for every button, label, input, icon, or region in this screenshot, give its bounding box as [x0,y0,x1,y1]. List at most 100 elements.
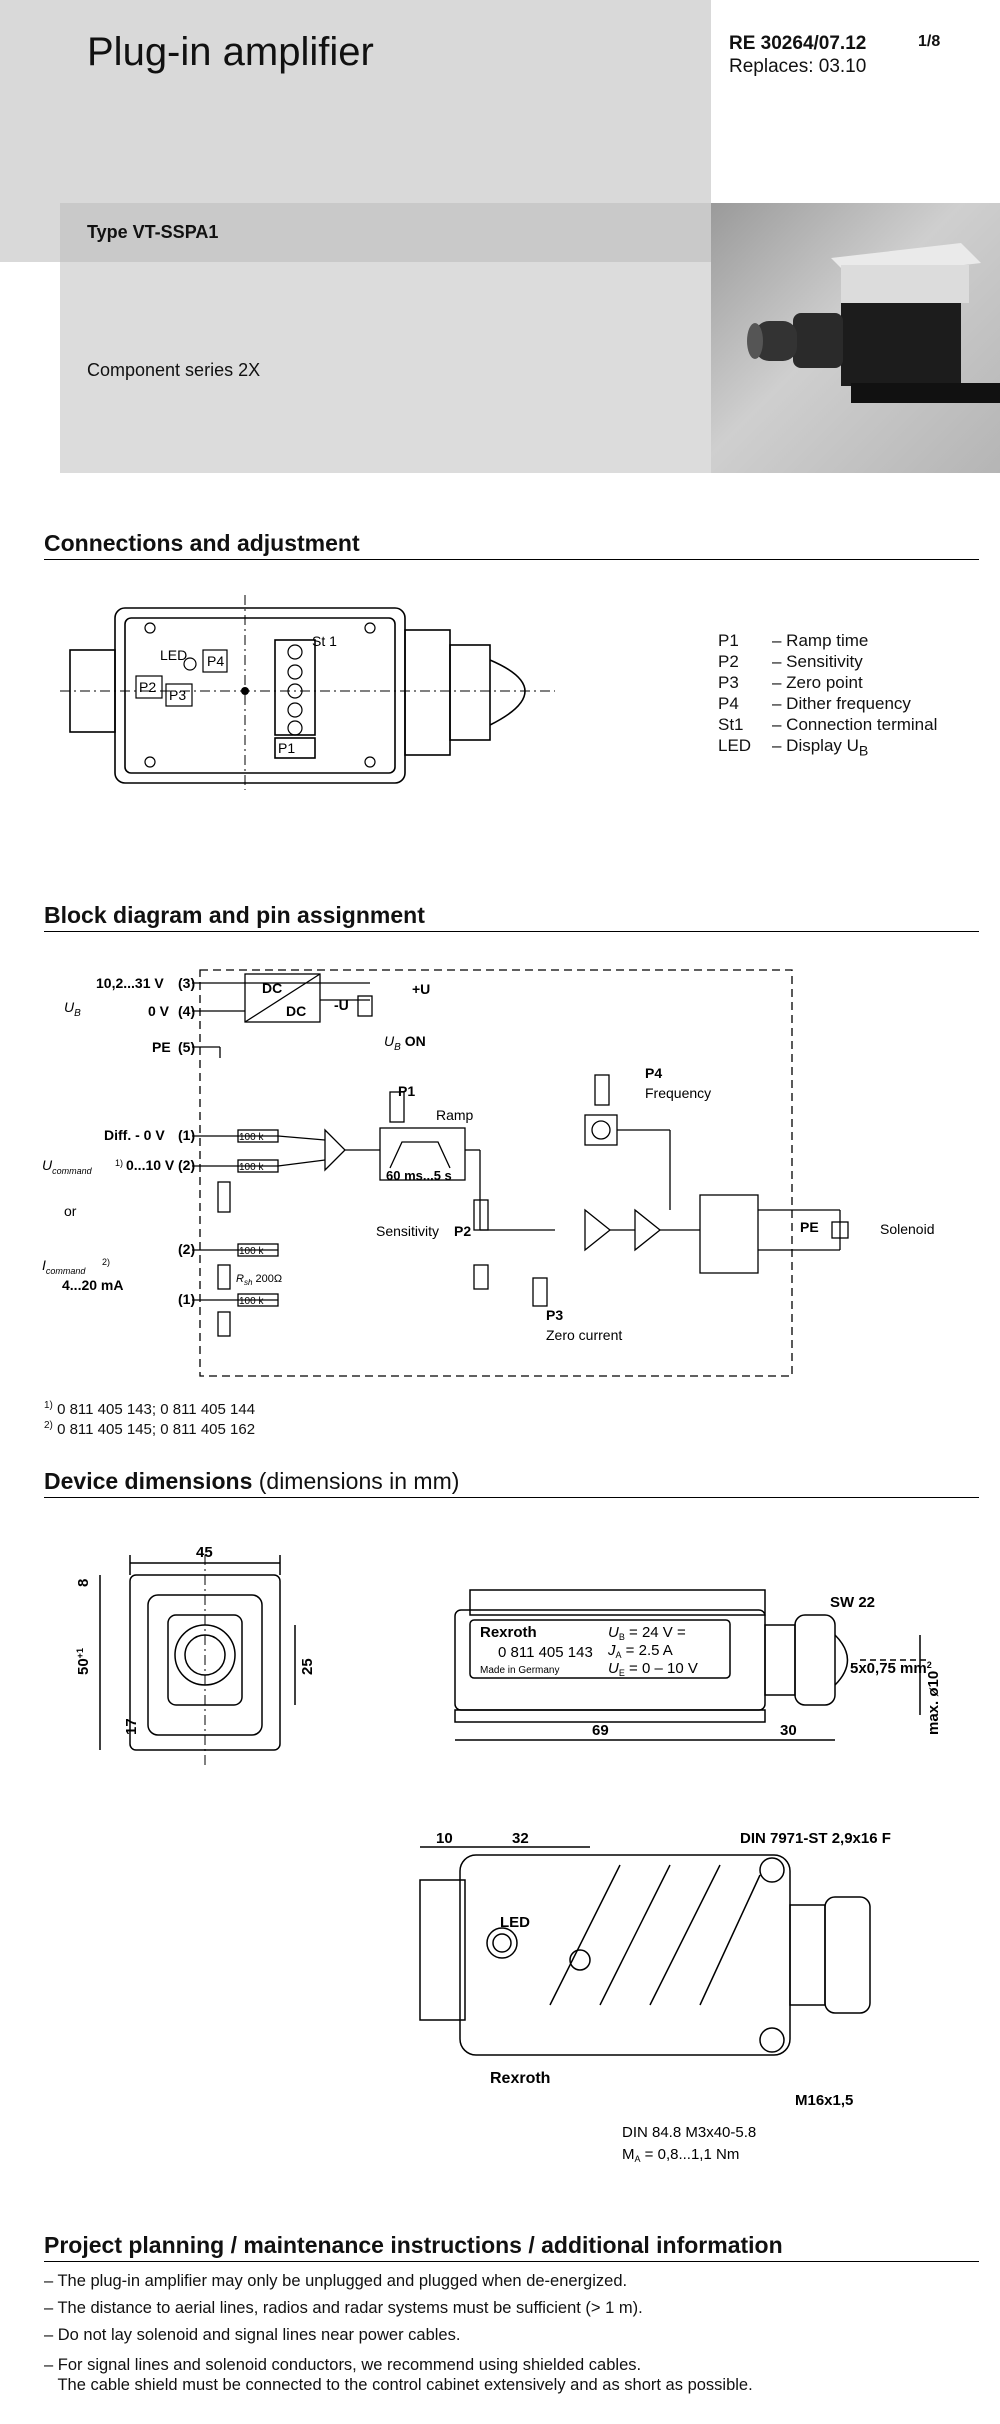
svg-text:69: 69 [592,1722,609,1739]
svg-text:8: 8 [75,1579,92,1587]
svg-text:Rexroth: Rexroth [480,1624,537,1641]
svg-text:2): 2) [102,1257,110,1267]
svg-text:+U: +U [412,981,430,997]
svg-text:Sensitivity: Sensitivity [376,1223,439,1239]
svg-text:(3): (3) [178,975,195,991]
svg-text:or: or [64,1203,77,1219]
svg-text:100 k: 100 k [239,1132,264,1143]
svg-text:17: 17 [123,1718,140,1735]
svg-text:PE: PE [152,1039,171,1055]
legend-row-p2: P2– Sensitivity [718,652,863,671]
svg-text:M16x1,5: M16x1,5 [795,2092,853,2109]
replaces-label: Replaces: 03.10 [729,56,867,77]
svg-text:Solenoid: Solenoid [880,1221,935,1237]
svg-text:Ramp: Ramp [436,1107,474,1123]
svg-text:32: 32 [512,1830,529,1847]
svg-text:UE = 0 – 10 V: UE = 0 – 10 V [608,1660,698,1678]
section-block-heading: Block diagram and pin assignment [44,902,979,932]
svg-text:Frequency: Frequency [645,1085,711,1101]
note-item: – Do not lay solenoid and signal lines n… [44,2326,461,2344]
section-connections-heading: Connections and adjustment [44,530,979,560]
page-number: 1/8 [918,33,941,50]
svg-text:0 V: 0 V [148,1003,170,1019]
note-item: – For signal lines and solenoid conducto… [44,2356,642,2374]
svg-text:P3: P3 [546,1307,563,1323]
svg-text:P1: P1 [398,1083,415,1099]
svg-text:1): 1) [115,1158,123,1168]
svg-text:Diff. - 0 V: Diff. - 0 V [104,1127,165,1143]
legend-row-st1: St1– Connection terminal [718,715,938,734]
connections-diagram: LED P4 P2 P3 St 1 P1 [60,595,555,790]
p2-label: P2 [139,679,156,695]
led-label: LED [160,647,187,663]
series-band [60,262,711,473]
svg-text:10,2...31 V: 10,2...31 V [96,975,164,991]
svg-text:(5): (5) [178,1039,195,1055]
svg-text:Rexroth: Rexroth [490,2070,550,2087]
svg-text:DIN 84.8 M3x40-5.8: DIN 84.8 M3x40-5.8 [622,2124,756,2141]
legend-row-p1: P1– Ramp time [718,631,869,650]
svg-text:4...20 mA: 4...20 mA [62,1277,123,1293]
svg-text:30: 30 [780,1722,797,1739]
footnote-1: 1) 0 811 405 143; 0 811 405 144 [44,1400,256,1418]
svg-text:0 811 405 143: 0 811 405 143 [498,1644,593,1661]
svg-text:JA = 2.5 A: JA = 2.5 A [607,1642,673,1660]
svg-text:Ucommand: Ucommand [42,1157,93,1176]
svg-text:Zero current: Zero current [546,1327,622,1343]
svg-text:60 ms...5 s: 60 ms...5 s [386,1168,452,1183]
svg-text:DC: DC [286,1003,306,1019]
section-project-heading: Project planning / maintenance instructi… [44,2232,979,2262]
svg-text:-U: -U [334,997,349,1013]
svg-text:DIN 7971-ST 2,9x16 F: DIN 7971-ST 2,9x16 F [740,1830,891,1847]
svg-text:50+1: 50+1 [75,1648,92,1675]
svg-text:(2): (2) [178,1157,195,1173]
dimensions-diagram: 45 8 50+1 17 25 69 30 SW 22 5x0,75 mm2 m… [75,1544,942,2164]
doc-number: RE 30264/07.12 [729,33,867,54]
page-title: Plug-in amplifier [87,30,374,74]
svg-text:UB: UB [64,999,81,1019]
legend-row-p3: P3– Zero point [718,673,863,692]
legend-row-led: LED– Display UB [718,736,869,760]
notes-list: – The plug-in amplifier may only be unpl… [44,2268,979,2395]
note-item: – The plug-in amplifier may only be unpl… [44,2272,628,2290]
svg-text:Icommand: Icommand [42,1257,86,1276]
p3-label: P3 [169,687,186,703]
svg-text:MA = 0,8...1,1 Nm: MA = 0,8...1,1 Nm [622,2146,739,2164]
svg-text:Rsh 200Ω: Rsh 200Ω [236,1273,282,1287]
type-label: Type VT-SSPA1 [87,222,219,242]
svg-text:(1): (1) [178,1291,195,1307]
svg-text:100 k: 100 k [239,1296,264,1307]
svg-text:DC: DC [262,980,282,996]
svg-text:10: 10 [436,1830,453,1847]
p4-label: P4 [207,653,224,669]
svg-text:0...10 V: 0...10 V [126,1157,175,1173]
type-band [60,203,711,262]
p1-label: P1 [278,740,295,756]
svg-text:UB = 24 V =: UB = 24 V = [608,1624,686,1642]
st1-label: St 1 [312,633,337,649]
svg-text:max. ø10: max. ø10 [925,1671,942,1735]
svg-text:LED: LED [500,1914,530,1931]
svg-text:P4: P4 [645,1065,662,1081]
svg-text:PE: PE [800,1219,819,1235]
legend-row-p4: P4– Dither frequency [718,694,911,713]
svg-text:25: 25 [299,1658,316,1675]
block-diagram: 10,2...31 V (3) UB 0 V (4) PE (5) Diff. … [42,969,935,1377]
svg-text:UB ON: UB ON [384,1033,426,1053]
footnote-2: 2) 0 811 405 145; 0 811 405 162 [44,1420,256,1438]
svg-text:100 k: 100 k [239,1162,264,1173]
svg-text:45: 45 [196,1544,213,1561]
svg-text:100 k: 100 k [239,1246,264,1257]
svg-text:(1): (1) [178,1127,195,1143]
svg-text:5x0,75 mm2: 5x0,75 mm2 [850,1660,932,1677]
legend: P1– Ramp time P2– Sensitivity P3– Zero p… [718,630,937,762]
svg-text:(4): (4) [178,1003,195,1019]
svg-text:P2: P2 [454,1223,471,1239]
svg-text:SW 22: SW 22 [830,1594,875,1611]
svg-text:(2): (2) [178,1241,195,1257]
series-label: Component series 2X [87,360,261,380]
note-item: – The distance to aerial lines, radios a… [44,2299,643,2317]
note-item: The cable shield must be connected to th… [44,2376,753,2394]
svg-text:Made in Germany: Made in Germany [480,1665,559,1676]
section-dimensions-heading: Device dimensions (dimensions in mm) [44,1468,979,1498]
